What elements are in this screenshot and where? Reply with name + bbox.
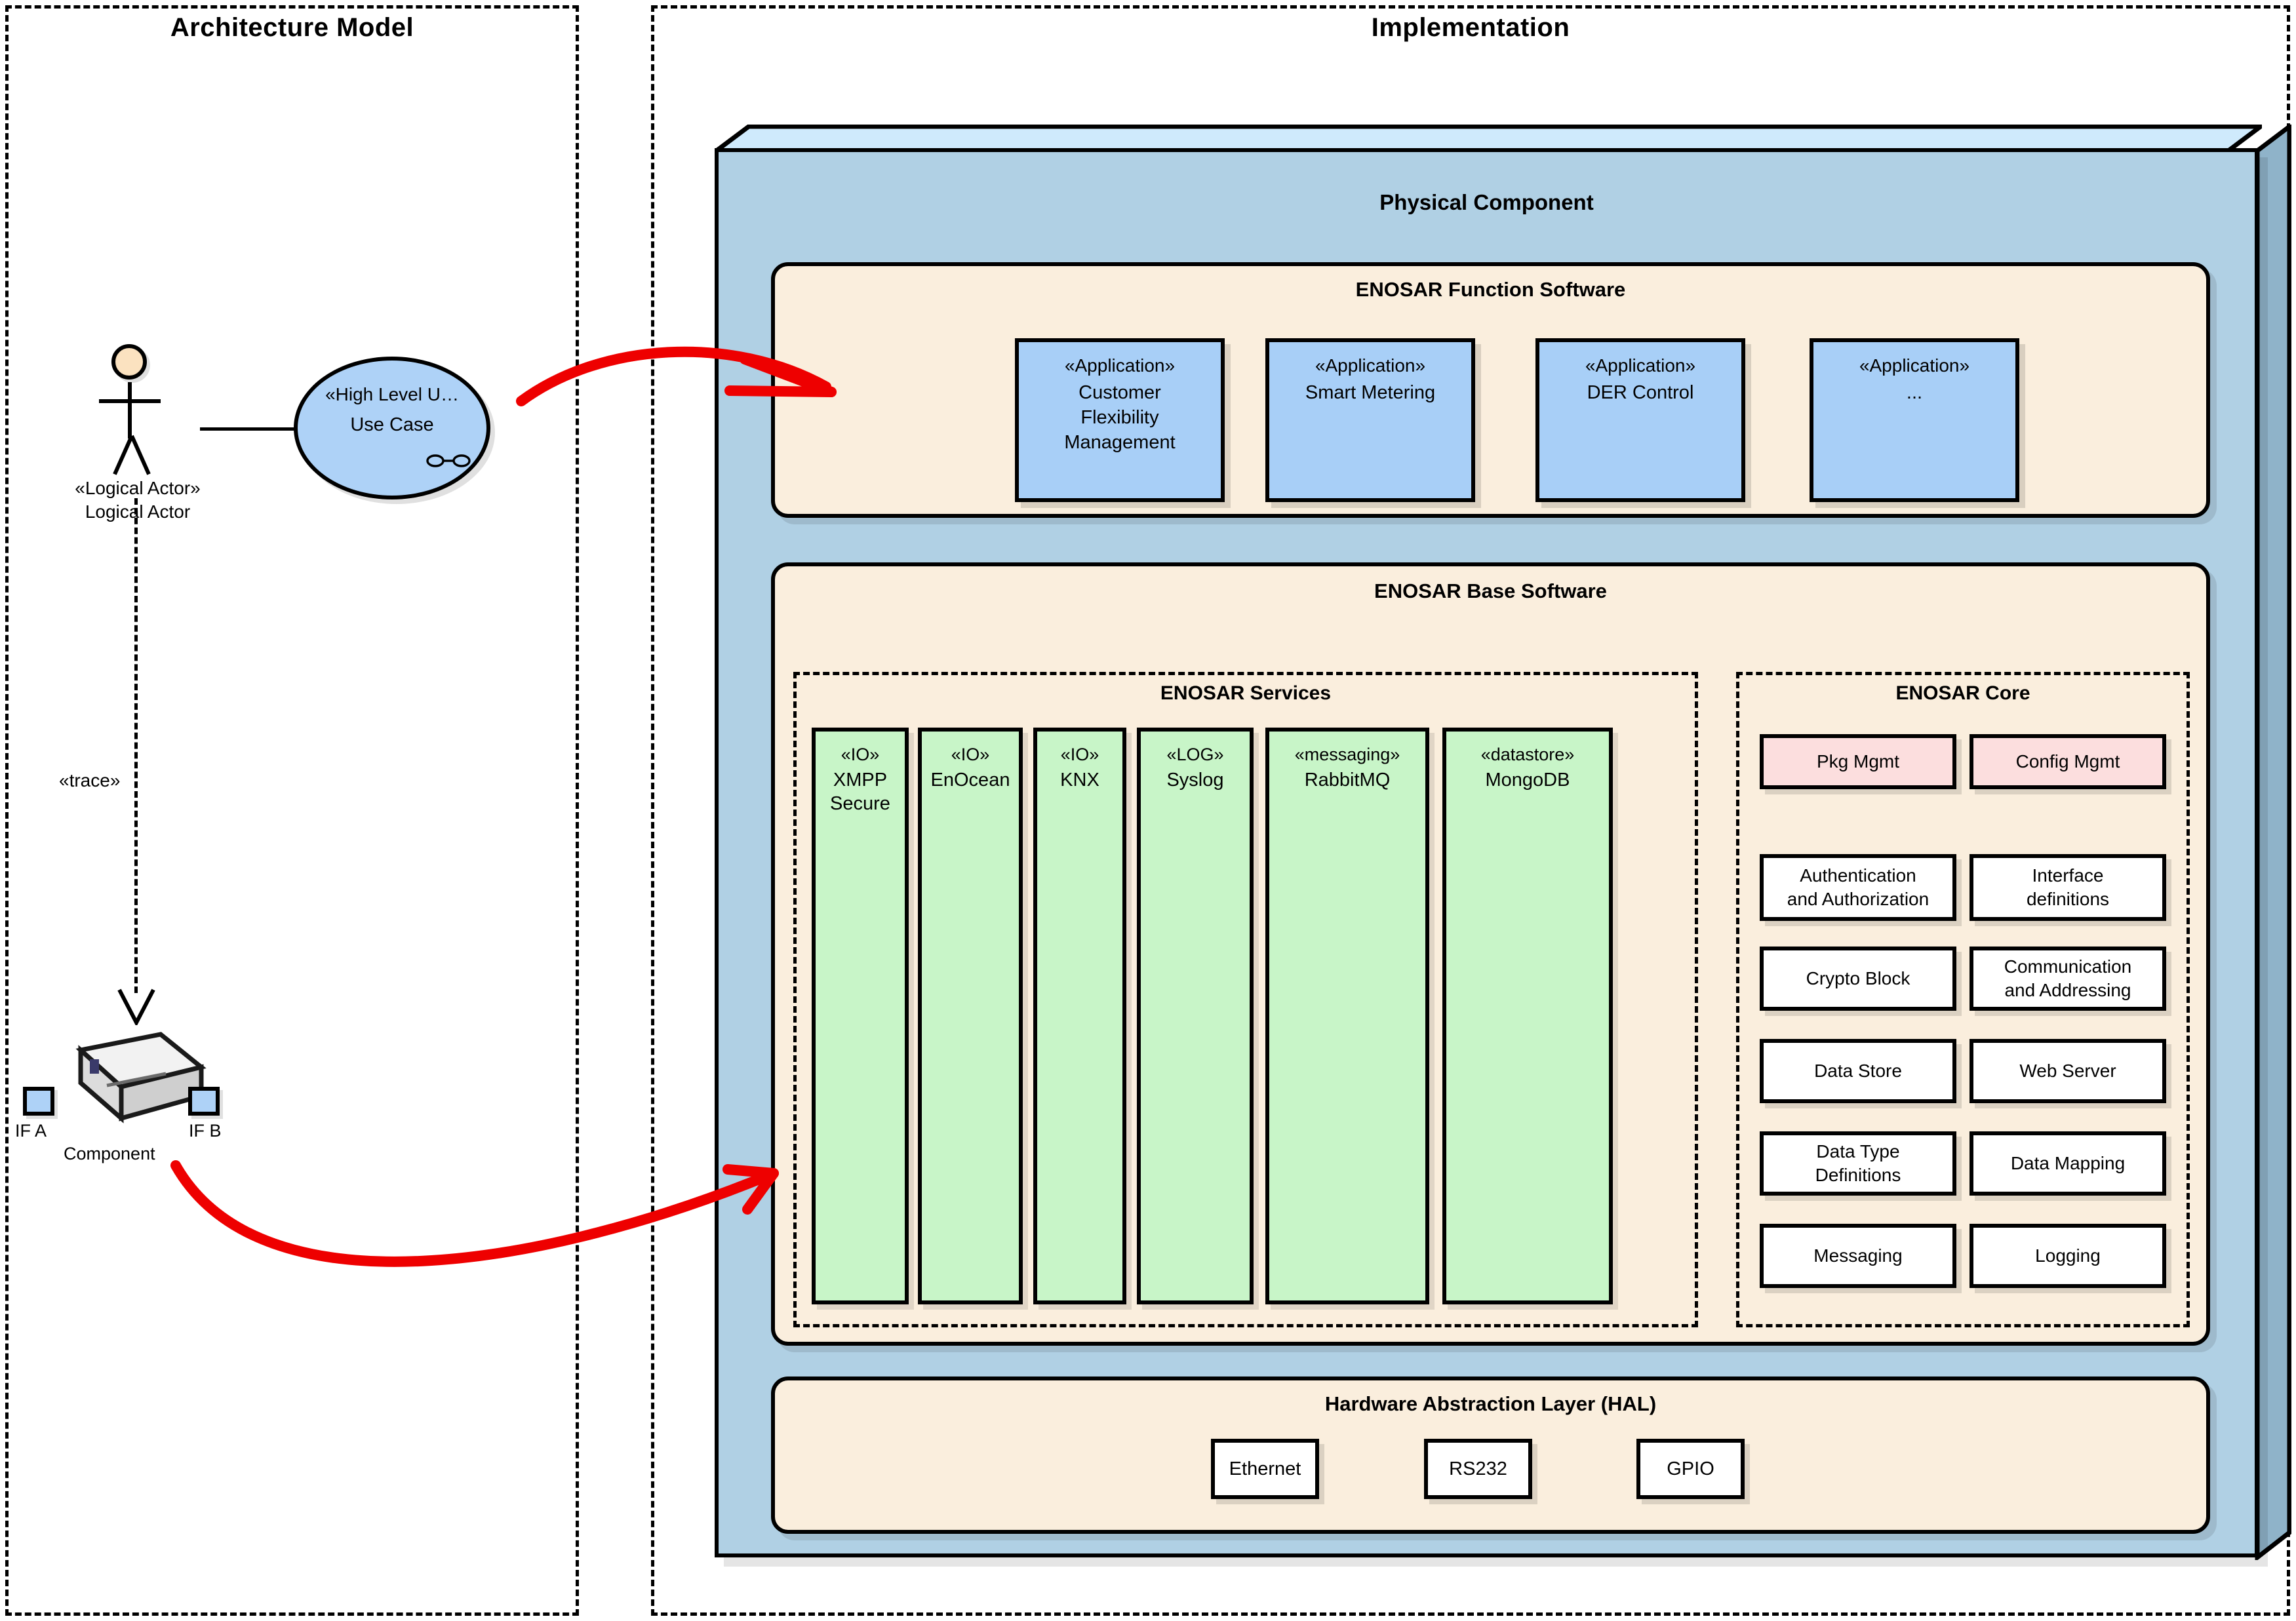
enosar-services-title: ENOSAR Services (1160, 682, 1332, 704)
core-box-data-store[interactable]: Data Store (1760, 1039, 1956, 1103)
service-name: EnOcean (930, 770, 1010, 791)
core-box-data-mapping[interactable]: Data Mapping (1969, 1131, 2166, 1196)
actor-left-leg-icon (113, 435, 134, 475)
service-name: MongoDB (1485, 770, 1570, 791)
application-box-der-control[interactable]: «Application» DER Control (1535, 338, 1745, 502)
hardware-abstraction-layer-section (771, 1377, 2210, 1534)
use-case-name: Use Case (350, 414, 434, 435)
actor-body-icon (128, 382, 132, 439)
use-case-stereotype: «High Level U… (325, 384, 459, 404)
component-name: Component (64, 1144, 155, 1163)
actor-usecase-association-line (200, 427, 295, 431)
enosar-function-software-title: ENOSAR Function Software (1355, 278, 1626, 301)
enosar-services-group (793, 672, 1698, 1327)
physical-component-side-face (2255, 125, 2291, 1560)
service-column-syslog[interactable]: «LOG» Syslog (1137, 728, 1254, 1304)
service-stereotype: «datastore» (1480, 745, 1575, 764)
service-stereotype: «messaging» (1294, 745, 1400, 764)
actor-right-leg-icon (130, 435, 151, 475)
hal-box-rs232[interactable]: RS232 (1424, 1439, 1532, 1499)
core-box-logging[interactable]: Logging (1969, 1224, 2166, 1288)
application-name: ... (1906, 382, 1923, 403)
actor-name: Logical Actor (85, 501, 191, 522)
service-stereotype: «IO» (951, 745, 990, 764)
architecture-model-title: Architecture Model (170, 13, 414, 42)
use-case-link-icon (426, 454, 471, 467)
application-stereotype: «Application» (1585, 355, 1696, 376)
application-stereotype: «Application» (1064, 355, 1176, 376)
interface-port-a[interactable] (23, 1087, 54, 1116)
service-column-mongodb[interactable]: «datastore» MongoDB (1442, 728, 1613, 1304)
core-box-data-type-definitions[interactable]: Data Type Definitions (1760, 1131, 1956, 1196)
core-box-config-mgmt[interactable]: Config Mgmt (1969, 734, 2166, 789)
core-box-web-server[interactable]: Web Server (1969, 1039, 2166, 1103)
architecture-model-panel (5, 5, 579, 1616)
service-column-xmpp-secure[interactable]: «IO» XMPP Secure (812, 728, 909, 1304)
core-box-crypto-block[interactable]: Crypto Block (1760, 947, 1956, 1011)
service-column-rabbitmq[interactable]: «messaging» RabbitMQ (1265, 728, 1429, 1304)
actor-arms-icon (99, 399, 161, 403)
physical-component-title: Physical Component (1379, 190, 1594, 214)
trace-arrow-head-icon (117, 988, 155, 1025)
implementation-title: Implementation (1371, 13, 1570, 42)
application-box-smart-metering[interactable]: «Application» Smart Metering (1265, 338, 1475, 502)
service-column-knx[interactable]: «IO» KNX (1033, 728, 1126, 1304)
physical-component-top-bevel (715, 125, 2262, 152)
core-box-messaging[interactable]: Messaging (1760, 1224, 1956, 1288)
component-node[interactable]: IF A IF B Component (15, 1023, 222, 1163)
enosar-core-group (1736, 672, 2190, 1327)
hal-box-gpio[interactable]: GPIO (1636, 1439, 1745, 1499)
enosar-base-software-title: ENOSAR Base Software (1374, 579, 1607, 602)
service-stereotype: «IO» (841, 745, 880, 764)
hardware-abstraction-layer-title: Hardware Abstraction Layer (HAL) (1324, 1392, 1657, 1415)
trace-dependency-line (134, 498, 138, 993)
actor-stereotype: «Logical Actor» (75, 478, 201, 498)
application-box-more[interactable]: «Application» ... (1810, 338, 2019, 502)
application-stereotype: «Application» (1315, 355, 1426, 376)
actor-head-icon (111, 344, 147, 380)
use-case-ellipse[interactable]: «High Level U… Use Case (294, 357, 490, 499)
core-box-communication-and-addressing[interactable]: Communication and Addressing (1969, 947, 2166, 1011)
service-name: RabbitMQ (1304, 770, 1391, 791)
application-stereotype: «Application» (1859, 355, 1970, 376)
application-name: Customer Flexibility Management (1064, 382, 1176, 453)
core-box-interface-definitions[interactable]: Interface definitions (1969, 854, 2166, 921)
application-name: Smart Metering (1305, 382, 1436, 403)
trace-label: «trace» (59, 770, 121, 791)
interface-port-b[interactable] (188, 1087, 220, 1116)
service-name: KNX (1060, 770, 1099, 791)
application-box-customer-flexibility-management[interactable]: «Application» Customer Flexibility Manag… (1015, 338, 1225, 502)
application-name: DER Control (1587, 382, 1694, 403)
interface-port-b-label: IF B (189, 1121, 222, 1141)
service-name: Syslog (1166, 770, 1224, 791)
service-column-enocean[interactable]: «IO» EnOcean (918, 728, 1023, 1304)
node-3d-icon (75, 1032, 207, 1123)
logical-actor[interactable]: «Logical Actor» Logical Actor (75, 344, 201, 522)
enosar-core-title: ENOSAR Core (1895, 682, 2030, 704)
service-stereotype: «IO» (1060, 745, 1099, 764)
core-box-authentication-and-authorization[interactable]: Authentication and Authorization (1760, 854, 1956, 921)
hal-box-ethernet[interactable]: Ethernet (1211, 1439, 1319, 1499)
actor-label-block: «Logical Actor» Logical Actor (33, 477, 243, 524)
interface-port-a-label: IF A (15, 1121, 47, 1141)
service-stereotype: «LOG» (1166, 745, 1224, 764)
service-name: XMPP Secure (830, 770, 890, 814)
core-box-pkg-mgmt[interactable]: Pkg Mgmt (1760, 734, 1956, 789)
